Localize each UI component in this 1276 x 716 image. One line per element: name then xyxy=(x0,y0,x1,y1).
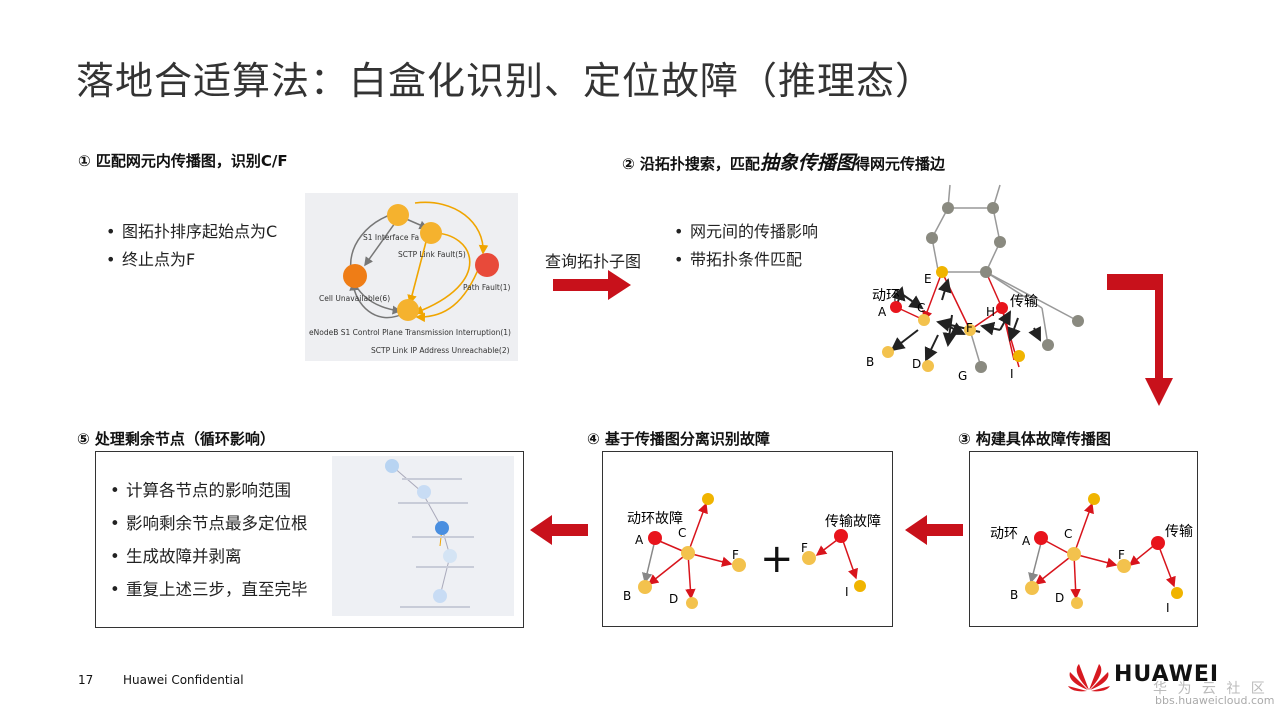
community-url: bbs.huaweicloud.com xyxy=(1155,694,1275,707)
list-item: 网元间的传播影响 xyxy=(672,218,818,246)
page-number: 17 xyxy=(78,673,94,687)
list-item: 影响剩余节点最多定位根 xyxy=(108,507,308,540)
graph-label: SCTP Link Fault(5) xyxy=(398,250,466,259)
community-label: 华 为 云 社 区 xyxy=(1153,681,1268,697)
label-chuanshu-fault: 传输故障 xyxy=(825,514,881,530)
step2-heading-em: 抽象传播图 xyxy=(759,152,855,174)
node-label: F xyxy=(1118,548,1125,562)
list-item: 计算各节点的影响范围 xyxy=(108,474,308,507)
label-donghuan: 动环 xyxy=(990,526,1018,542)
graph-label: SCTP Link IP Address Unreachable(2) xyxy=(371,346,510,355)
step5-box: 计算各节点的影响范围 影响剩余节点最多定位根 生成故障并剥离 重复上述三步，直至… xyxy=(95,451,524,628)
huawei-brand: HUAWEI xyxy=(1114,662,1220,687)
step1-propagation-graph: S1 Interface Fa SCTP Link Fault(5) Path … xyxy=(305,193,518,361)
slide-title: 落地合适算法：白盒化识别、定位故障（推理态） xyxy=(76,59,935,103)
step5-heading: ⑤ 处理剩余节点（循环影响） xyxy=(77,430,275,448)
huawei-petal-icon xyxy=(1068,664,1110,692)
node-label: I xyxy=(1010,367,1014,381)
query-topology-label: 查询拓扑子图 xyxy=(545,252,642,271)
list-item: 生成故障并剥离 xyxy=(108,540,308,573)
label-donghuan: 动环 xyxy=(872,288,900,304)
right-arrow-icon xyxy=(553,270,631,300)
node-label: I xyxy=(1166,601,1170,615)
step3-heading: ③ 构建具体故障传播图 xyxy=(958,430,1111,448)
node-label: D xyxy=(1055,591,1064,605)
list-item: 终止点为F xyxy=(104,246,277,274)
step4-heading: ④ 基于传播图分离识别故障 xyxy=(587,430,770,448)
node-label: D xyxy=(669,592,678,606)
node-label: E xyxy=(924,272,932,286)
list-item: 带拓扑条件匹配 xyxy=(672,246,818,274)
step1-bullets: 图拓扑排序起始点为C 终止点为F xyxy=(104,218,277,274)
node-label: F xyxy=(966,321,973,335)
step2-topology-graph: 动环 传输 A B C D E F G H I xyxy=(866,184,1084,383)
confidential-label: Huawei Confidential xyxy=(123,673,244,687)
huawei-logo: HUAWEI 华 为 云 社 区 bbs.huaweicloud.com xyxy=(1067,660,1274,710)
plus-icon: + xyxy=(760,536,794,582)
step5-graph-thumbnail xyxy=(332,456,514,616)
node-label: A xyxy=(1022,534,1031,548)
label-chuanshu: 传输 xyxy=(1010,294,1038,310)
list-item: 图拓扑排序起始点为C xyxy=(104,218,277,246)
step3-box: 动环 传输 A B C D F I xyxy=(969,451,1198,627)
node-label: F xyxy=(801,541,808,555)
node-label: D xyxy=(912,357,921,371)
node-label: C xyxy=(917,301,925,315)
left-arrow-icon xyxy=(905,515,963,545)
node-label: B xyxy=(623,589,631,603)
node-label: C xyxy=(1064,527,1072,541)
elbow-down-arrow-icon xyxy=(1107,274,1173,406)
step5-bullets: 计算各节点的影响范围 影响剩余节点最多定位根 生成故障并剥离 重复上述三步，直至… xyxy=(108,474,308,606)
node-label: C xyxy=(678,526,686,540)
node-label: B xyxy=(866,355,874,369)
left-arrow-icon xyxy=(530,515,588,545)
step2-heading-pre: ② 沿拓扑搜索，匹配 xyxy=(622,155,760,173)
step2-heading-post: 得网元传播边 xyxy=(854,155,945,173)
label-chuanshu: 传输 xyxy=(1165,524,1193,540)
list-item: 重复上述三步，直至完毕 xyxy=(108,573,308,606)
node-label: A xyxy=(635,533,644,547)
node-label: A xyxy=(878,305,887,319)
node-label: F xyxy=(732,548,739,562)
label-donghuan-fault: 动环故障 xyxy=(627,511,683,527)
graph-label: Cell Unavailable(6) xyxy=(319,294,390,303)
graph-label: S1 Interface Fa xyxy=(363,233,419,242)
step2-heading: ② 沿拓扑搜索，匹配抽象传播图得网元传播边 xyxy=(622,148,945,175)
graph-label: eNodeB S1 Control Plane Transmission Int… xyxy=(309,328,511,337)
node-label: G xyxy=(958,369,967,383)
node-label: I xyxy=(845,585,849,599)
node-label: H xyxy=(986,305,995,319)
node-label: B xyxy=(1010,588,1018,602)
step2-bullets: 网元间的传播影响 带拓扑条件匹配 xyxy=(672,218,818,274)
graph-label: Path Fault(1) xyxy=(463,283,511,292)
step1-heading: ① 匹配网元内传播图，识别C/F xyxy=(78,152,288,170)
step4-box: 动环故障 传输故障 A B C D F F I + xyxy=(602,451,893,627)
